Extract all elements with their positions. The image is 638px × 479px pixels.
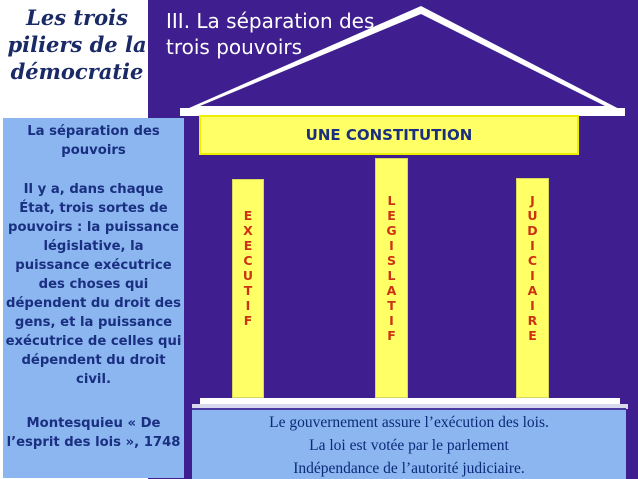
quote-panel: La séparation des pouvoirs Il y a, dans …: [3, 118, 184, 478]
pillar-executif-label: E X E C U T I F: [242, 208, 254, 328]
slide-title: Les trois piliers de la démocratie: [7, 5, 147, 84]
base-line-legislatif: La loi est votée par le parlement: [309, 437, 509, 454]
section-title: III. La séparation des trois pouvoirs: [166, 9, 375, 59]
base-line-judiciaire: Indépendance de l’autorité judiciaire.: [293, 460, 525, 477]
pillar-judiciaire: J U D I C I A I R E: [516, 178, 549, 398]
base-step-top: [200, 398, 620, 406]
base-line-executif: Le gouvernement assure l’exécution des l…: [269, 414, 549, 431]
base-step-lower: [192, 404, 628, 409]
constitution-banner: UNE CONSTITUTION: [199, 115, 579, 155]
pillar-legislatif-label: L E G I S L A T I F: [386, 193, 397, 343]
quote-citation: Montesquieu « De l’esprit des lois », 17…: [6, 416, 181, 450]
roof-beam: [180, 108, 625, 116]
temple-base: Le gouvernement assure l’exécution des l…: [192, 408, 626, 479]
quote-body: Il y a, dans chaque État, trois sortes d…: [5, 182, 182, 387]
pillar-legislatif: L E G I S L A T I F: [375, 158, 408, 398]
quote-subtitle: La séparation des pouvoirs: [27, 124, 160, 158]
pillar-judiciaire-label: J U D I C I A I R E: [527, 193, 538, 343]
pillar-executif: E X E C U T I F: [232, 179, 264, 398]
roof-inner: [200, 14, 605, 106]
